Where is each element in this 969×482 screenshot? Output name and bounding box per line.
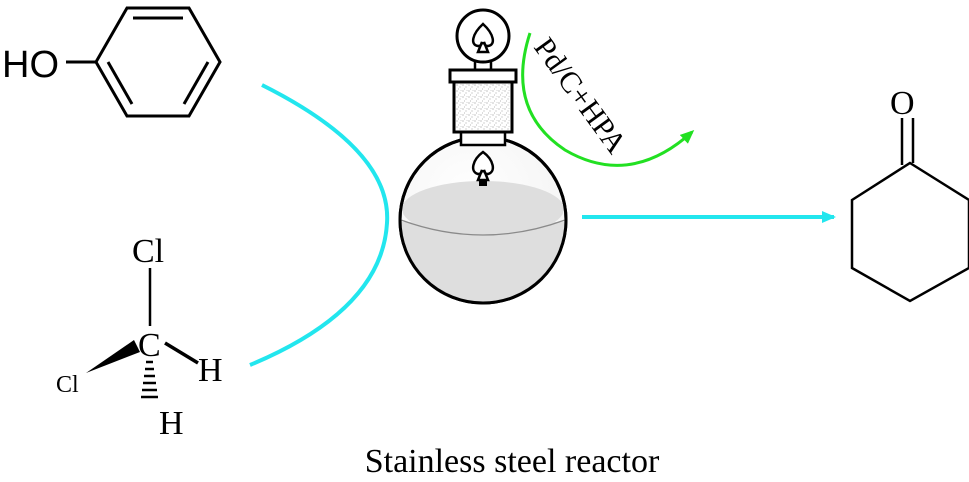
cyclohexanone-molecule: O — [850, 85, 969, 303]
dcm-h-bottom-label: H — [159, 405, 184, 442]
phenol-inner-bond-3 — [106, 61, 134, 105]
phenol-ring — [94, 6, 222, 118]
dcm-h-right-label: H — [198, 352, 223, 389]
dcm-wedge-bond — [86, 340, 140, 373]
phenol-inner-bond-2 — [182, 61, 210, 105]
dichloromethane-molecule: Cl C Cl H H — [56, 233, 223, 442]
hydroxyl-label: HO — [2, 44, 59, 86]
dcm-hash-bond — [141, 360, 158, 399]
stopcock-icon — [471, 150, 495, 182]
cyclohexanone-ring — [850, 161, 969, 303]
catalyst-arrow — [521, 32, 695, 167]
catalyst-stopper — [452, 78, 514, 134]
reactor-caption: Stainless steel reactor — [365, 443, 660, 480]
dcm-cl-left-label: Cl — [56, 372, 79, 398]
handle-spade-icon — [471, 22, 495, 54]
phenol-molecule: HO — [2, 6, 222, 118]
dcm-c-h-bond — [164, 341, 199, 365]
dcm-c-label: C — [138, 327, 161, 364]
carbonyl-oxygen-label: O — [890, 85, 915, 122]
reactant-merge-curve — [249, 83, 390, 367]
dcm-cl-top-label: Cl — [132, 233, 164, 270]
stopper-rim — [448, 68, 518, 84]
flask-liquid — [400, 181, 566, 303]
catalyst-label: Pd/C+HPA — [527, 32, 633, 160]
liquid-meniscus — [400, 219, 566, 236]
